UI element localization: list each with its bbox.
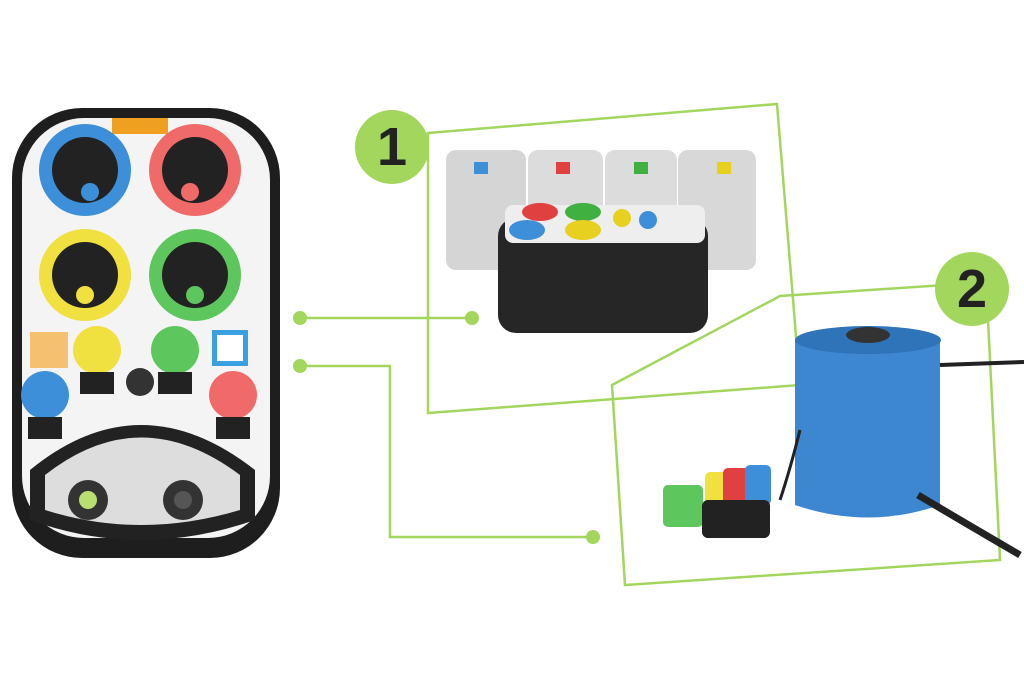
connector-dots: [293, 311, 600, 544]
port-blue: [39, 124, 131, 216]
product-2-tank: [663, 326, 1024, 559]
callout-badge-1: 1: [355, 110, 429, 184]
callout-badge-2: 2: [935, 252, 1009, 326]
port-yellow: [39, 229, 131, 321]
port-green: [149, 229, 241, 321]
port-red: [149, 124, 241, 216]
product-1-station: [446, 150, 756, 333]
distribution-panel: [12, 108, 280, 558]
